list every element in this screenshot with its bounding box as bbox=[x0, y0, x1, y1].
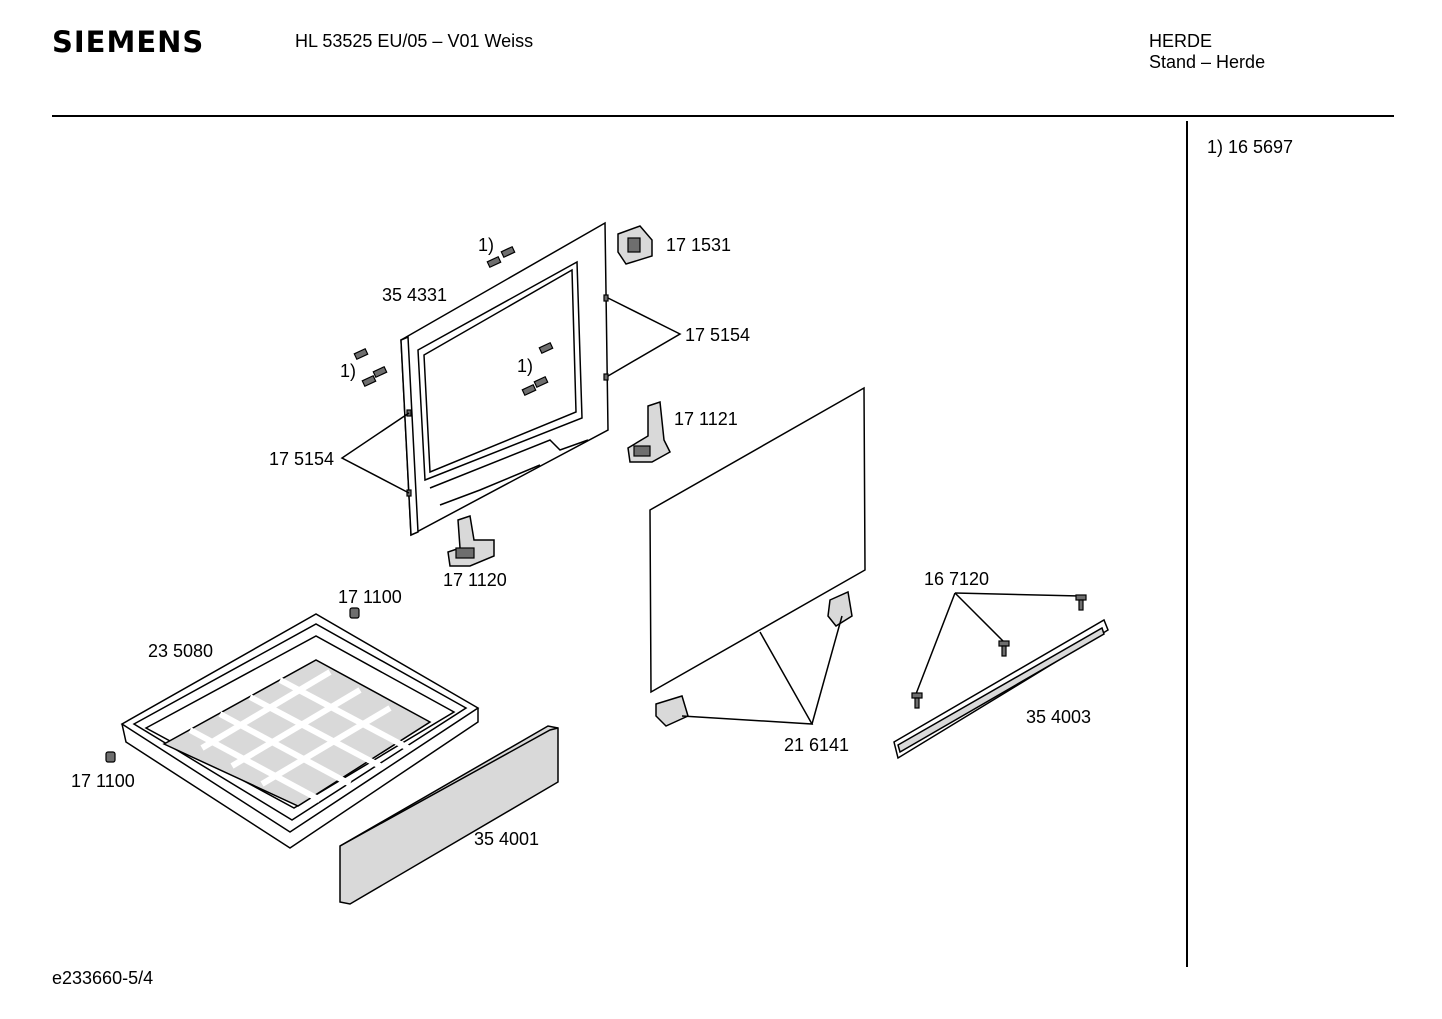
footnote-marker-1: 1) bbox=[478, 235, 495, 255]
label-171100-top: 17 1100 bbox=[338, 587, 402, 607]
footnote-marker-2: 1) bbox=[340, 361, 357, 381]
label-175154-right: 17 5154 bbox=[685, 325, 751, 345]
document-id: e233660-5/4 bbox=[52, 968, 154, 988]
label-175154-left: 17 5154 bbox=[269, 449, 335, 469]
label-354331: 35 4331 bbox=[382, 285, 448, 305]
label-216141: 21 6141 bbox=[784, 735, 850, 755]
hinge-clip-part[interactable] bbox=[617, 225, 653, 265]
baking-tray-part[interactable] bbox=[120, 613, 480, 849]
plug-part[interactable] bbox=[105, 607, 360, 763]
label-354003: 35 4003 bbox=[1026, 707, 1092, 727]
screw-group[interactable] bbox=[353, 245, 554, 397]
door-handle-part[interactable] bbox=[893, 592, 1109, 760]
category-title: HERDE bbox=[1149, 31, 1213, 51]
leader-lines-175154 bbox=[340, 297, 682, 494]
bracket-part-right[interactable] bbox=[627, 400, 671, 463]
side-divider bbox=[1186, 121, 1188, 967]
label-167120: 16 7120 bbox=[924, 569, 990, 589]
label-171121: 17 1121 bbox=[674, 409, 738, 429]
label-235080: 23 5080 bbox=[148, 641, 214, 661]
brand-logo: SIEMENS bbox=[52, 25, 205, 59]
label-171120: 17 1120 bbox=[443, 570, 507, 590]
bracket-part-left[interactable] bbox=[447, 515, 495, 567]
footnote-marker-3: 1) bbox=[517, 356, 534, 376]
label-354001: 35 4001 bbox=[474, 829, 540, 849]
door-frame-part[interactable] bbox=[400, 221, 609, 537]
label-171531: 17 1531 bbox=[666, 235, 732, 255]
glass-panel-part[interactable] bbox=[649, 386, 866, 727]
front-panel-part[interactable] bbox=[339, 725, 559, 905]
model-title: HL 53525 EU/05 – V01 Weiss bbox=[295, 31, 534, 51]
header-divider bbox=[52, 115, 1394, 117]
footnote-reference: 1) 16 5697 bbox=[1207, 137, 1294, 157]
subcategory-title: Stand – Herde bbox=[1149, 52, 1266, 72]
label-171100-bottom: 17 1100 bbox=[71, 771, 135, 791]
